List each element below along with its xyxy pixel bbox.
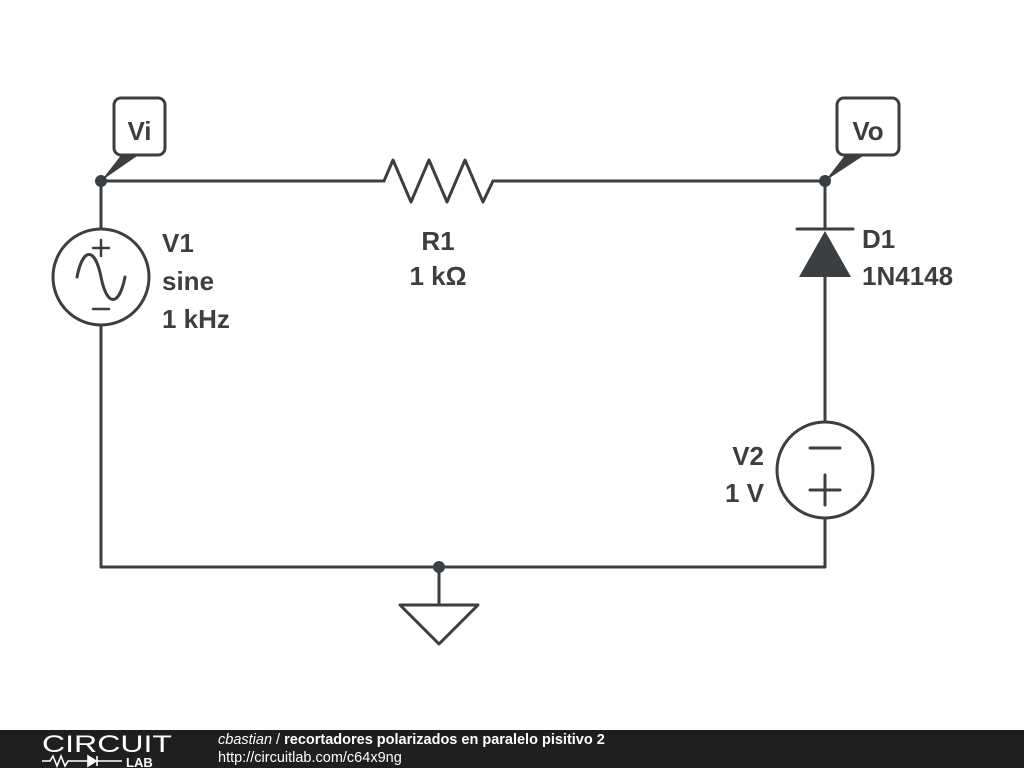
ground-triangle [398, 603, 480, 646]
logo-text-circuit: CIRCUIT [42, 731, 172, 758]
r1-name: R1 [421, 226, 454, 256]
footer-author[interactable]: cbastian [218, 732, 273, 748]
source-v1[interactable]: V1 sine 1 kHz [51, 227, 230, 334]
junction-dot-ground [433, 561, 445, 573]
logo-resistor-icon [42, 753, 88, 768]
circuitlab-logo[interactable]: CIRCUIT LAB [40, 730, 180, 768]
diode-d1[interactable]: D1 1N4148 [795, 224, 953, 291]
probe-vi-pointer [101, 154, 140, 181]
probe-vo-pointer [825, 154, 866, 181]
ground-symbol[interactable] [398, 603, 480, 646]
probe-vi[interactable]: Vi [101, 96, 167, 181]
v2-value: 1 V [725, 478, 765, 508]
probe-vo-box [835, 96, 901, 157]
wires [99, 179, 827, 607]
source-v2[interactable]: V2 1 V [725, 420, 875, 520]
footer-text: cbastian / recortadores polarizados en p… [218, 731, 605, 767]
probe-vo[interactable]: Vo [825, 96, 901, 181]
footer-circuit-title[interactable]: recortadores polarizados en paralelo pis… [284, 732, 605, 748]
v1-value: 1 kHz [162, 304, 230, 334]
r1-value: 1 kΩ [410, 261, 467, 291]
probe-vo-label: Vo [852, 116, 883, 146]
resistor-r1[interactable]: R1 1 kΩ [382, 158, 495, 291]
probe-vi-label: Vi [127, 116, 151, 146]
sine-wave-icon [75, 253, 127, 301]
probe-vi-box [112, 96, 167, 157]
footer-bar: CIRCUIT LAB cbastian / recortadores pola… [0, 730, 1024, 768]
v1-type: sine [162, 266, 214, 296]
footer-separator: / [272, 732, 285, 748]
d1-triangle [799, 231, 851, 277]
circuit-schematic: Vi Vo R1 1 kΩ V1 sine 1 kHz D1 1N4148 V2 [51, 96, 953, 646]
v1-name: V1 [162, 228, 194, 258]
footer-line1: cbastian / recortadores polarizados en p… [218, 731, 605, 749]
d1-model: 1N4148 [862, 261, 953, 291]
resistor-r1-zigzag [382, 158, 495, 204]
logo-text-lab: LAB [126, 755, 153, 768]
v2-body [775, 420, 875, 520]
footer-url-link[interactable]: http://circuitlab.com/c64x9ng [218, 750, 402, 766]
d1-name: D1 [862, 224, 895, 254]
v2-name: V2 [732, 441, 764, 471]
